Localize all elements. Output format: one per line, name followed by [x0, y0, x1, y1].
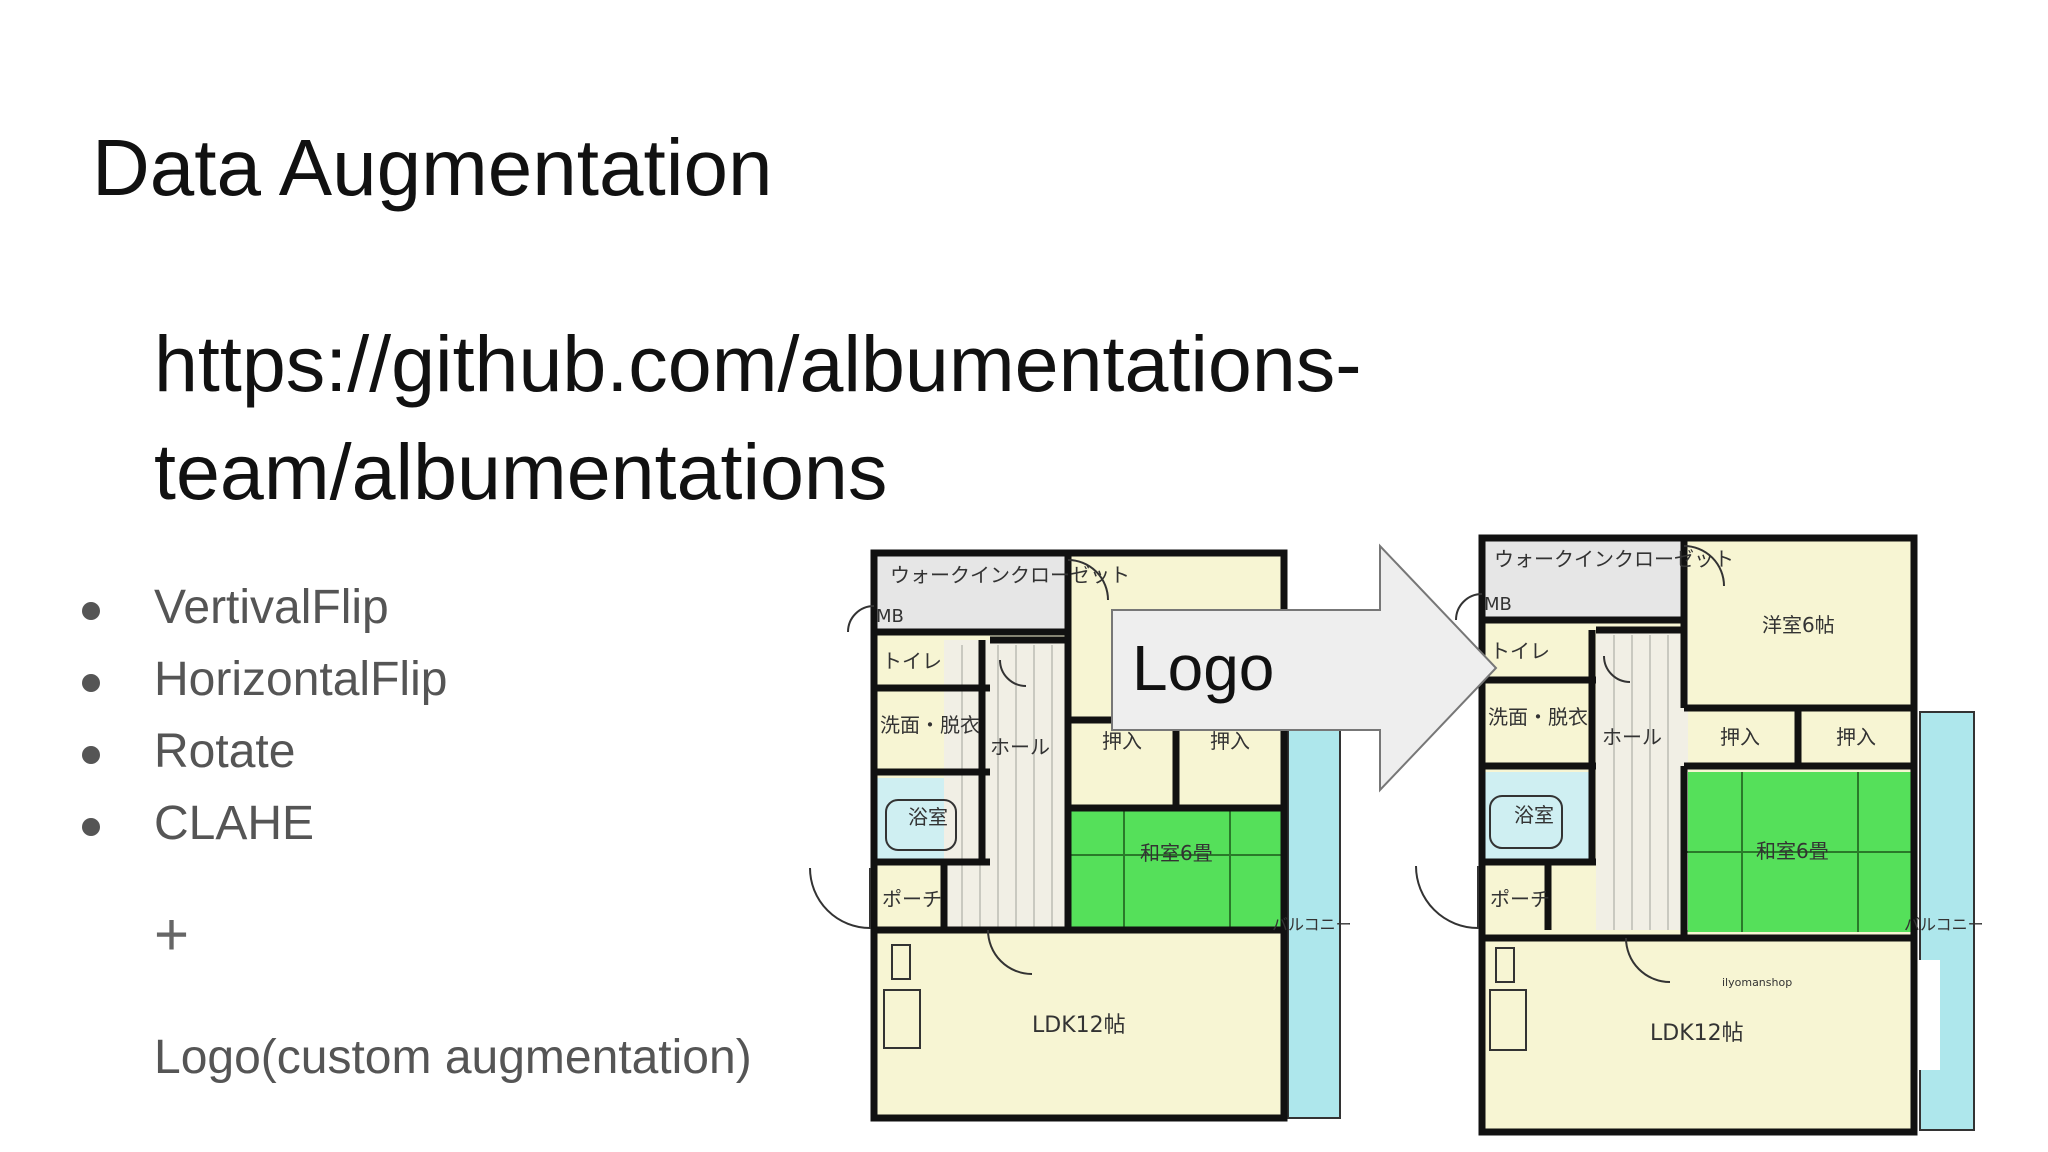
- bullet-icon: [82, 746, 100, 764]
- walk-in-closet-label: ウォークインクローゼット: [890, 563, 1130, 587]
- list-item: CLAHE: [80, 788, 447, 860]
- japanese-room: [1068, 808, 1284, 932]
- bullet-icon: [82, 818, 100, 836]
- right-arrow-icon: [1111, 543, 1498, 793]
- list-item: Rotate: [80, 716, 447, 788]
- balcony-label: バルコニー: [1904, 915, 1984, 934]
- list-item: VertivalFlip: [80, 572, 447, 644]
- arrow-shape: Logo: [1111, 543, 1498, 793]
- balcony: [1287, 729, 1341, 1119]
- mb-label: MB: [876, 606, 904, 627]
- stove: [1495, 947, 1515, 983]
- list-item-label: Rotate: [154, 725, 296, 778]
- bathtub: [885, 799, 957, 851]
- hall-label: ホール: [1602, 725, 1662, 749]
- list-item: HorizontalFlip: [80, 644, 447, 716]
- closet-1-label: 押入: [1102, 729, 1142, 753]
- walk-in-closet: [874, 553, 1068, 631]
- porch-label: ポーチ: [1490, 887, 1550, 911]
- ldk-label: LDK12帖: [1650, 1021, 1744, 1046]
- plus-sign: +: [154, 901, 190, 968]
- bath-label: 浴室: [908, 805, 948, 829]
- mb-label: MB: [1484, 594, 1512, 615]
- list-item-label: HorizontalFlip: [154, 653, 448, 706]
- bath-label: 浴室: [1514, 803, 1554, 827]
- url-line-1[interactable]: https://github.com/albumentations-: [154, 319, 1362, 408]
- japanese-room-label: 和室6畳: [1140, 841, 1213, 865]
- porch-label: ポーチ: [882, 887, 942, 911]
- stove: [891, 944, 911, 980]
- ldk-label: LDK12帖: [1032, 1013, 1126, 1038]
- toilet-label: トイレ: [882, 649, 942, 673]
- bathtub: [1489, 795, 1563, 849]
- slide-title: Data Augmentation: [92, 123, 773, 212]
- github-url[interactable]: https://github.com/albumentations- team/…: [154, 310, 1554, 526]
- custom-augmentation-label: Logo(custom augmentation): [154, 1031, 752, 1084]
- walk-in-closet: [1482, 538, 1682, 618]
- url-line-2[interactable]: team/albumentations: [154, 427, 888, 516]
- bullet-icon: [82, 674, 100, 692]
- arrow-label: Logo: [1132, 632, 1274, 704]
- washroom-label: 洗面・脱衣: [880, 713, 980, 737]
- hall-label: ホール: [990, 735, 1050, 759]
- list-item-label: VertivalFlip: [154, 581, 389, 634]
- western-room-label: 洋室6帖: [1762, 613, 1835, 637]
- closet-1-label: 押入: [1720, 725, 1760, 749]
- bullet-icon: [82, 602, 100, 620]
- sink: [1489, 989, 1527, 1051]
- list-item-label: CLAHE: [154, 797, 315, 850]
- japanese-room-label: 和室6畳: [1756, 839, 1829, 863]
- washroom-label: 洗面・脱衣: [1488, 705, 1588, 729]
- balcony-label: バルコニー: [1272, 915, 1352, 934]
- walk-in-closet-label: ウォークインクローゼット: [1494, 547, 1734, 571]
- toilet-label: トイレ: [1490, 639, 1550, 663]
- bath-room: [1482, 772, 1592, 860]
- floorplan-augmented: ウォークインクローゼット MB トイレ 洗面・脱衣 浴室 ポーチ ホール 洋室6…: [1415, 534, 1984, 1136]
- closet-2-label: 押入: [1836, 725, 1876, 749]
- augmentation-list: VertivalFlip HorizontalFlip Rotate CLAHE: [80, 572, 447, 860]
- sink: [883, 989, 921, 1049]
- logo-watermark: ilyomanshop: [1722, 976, 1792, 989]
- closet-2-label: 押入: [1210, 729, 1250, 753]
- hall: [1596, 630, 1688, 930]
